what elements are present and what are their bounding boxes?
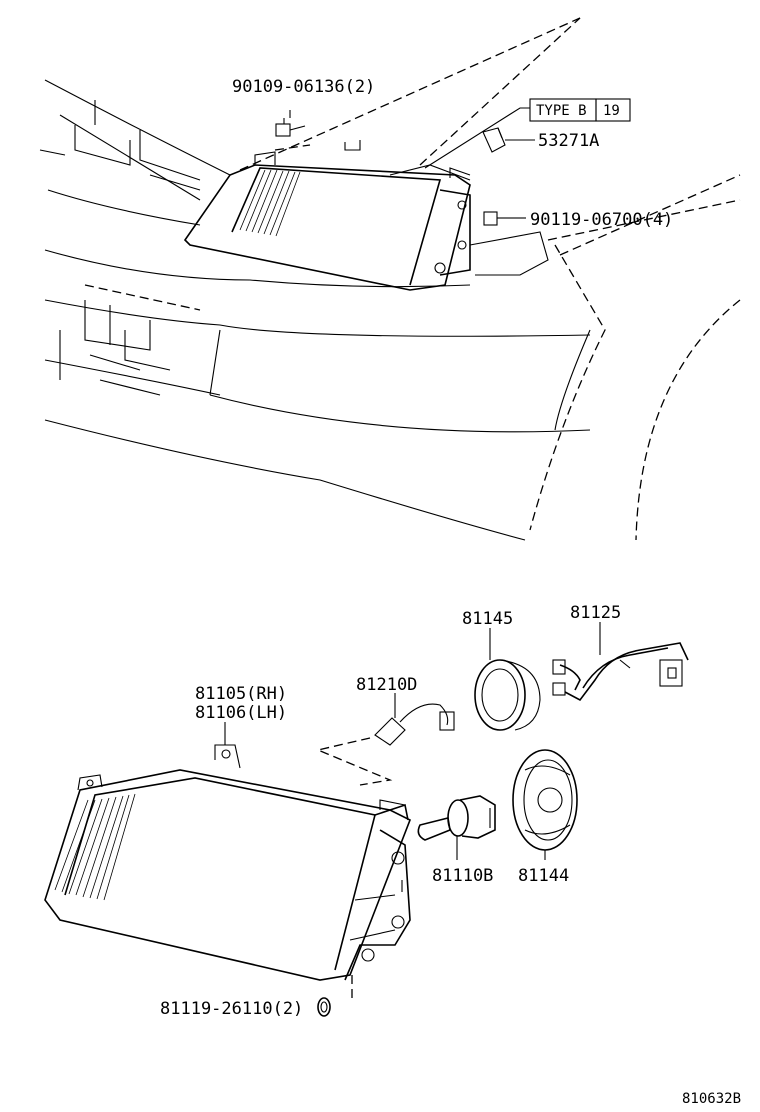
screw-icon: [483, 211, 512, 226]
label-socket-cover: 81145: [462, 609, 513, 629]
label-clip: 53271A: [538, 131, 599, 151]
label-wire-harness: 81125: [570, 603, 621, 623]
wire-harness-icon: [552, 642, 689, 702]
labels: 90109-06136(2) TYPE B 19 53271A 90119-06…: [160, 77, 741, 1107]
main-bulb-icon: [417, 795, 496, 841]
label-reflector-cover: 81144: [518, 866, 569, 886]
label-figure-code: 810632B: [682, 1091, 741, 1107]
label-bulb-main: 81110B: [432, 866, 493, 886]
label-type-box-right: 19: [603, 103, 620, 119]
label-screw-side: 90119-06700(4): [530, 210, 673, 230]
nut-icon: [317, 997, 331, 1017]
label-bolt-top: 90109-06136(2): [232, 77, 375, 97]
assembly-guide: [315, 737, 393, 786]
socket-cover-icon: [474, 659, 541, 731]
small-bulb-icon: [374, 703, 455, 746]
label-nut: 81119-26110(2): [160, 999, 303, 1019]
vehicle-body-outline: [39, 17, 741, 541]
reflector-cover-icon: [512, 749, 578, 851]
exploded-headlamp: [44, 744, 412, 981]
type-box: [529, 98, 631, 122]
label-bulb-small: 81210D: [356, 675, 417, 695]
label-type-box-left: TYPE B: [536, 103, 587, 119]
clip-icon: [482, 127, 506, 153]
bolt-icon: [275, 118, 306, 137]
label-headlamp-lh: 81106(LH): [195, 703, 287, 723]
label-headlamp-rh: 81105(RH): [195, 684, 287, 704]
leader-line: [424, 107, 530, 169]
installed-headlamp: [183, 140, 549, 291]
